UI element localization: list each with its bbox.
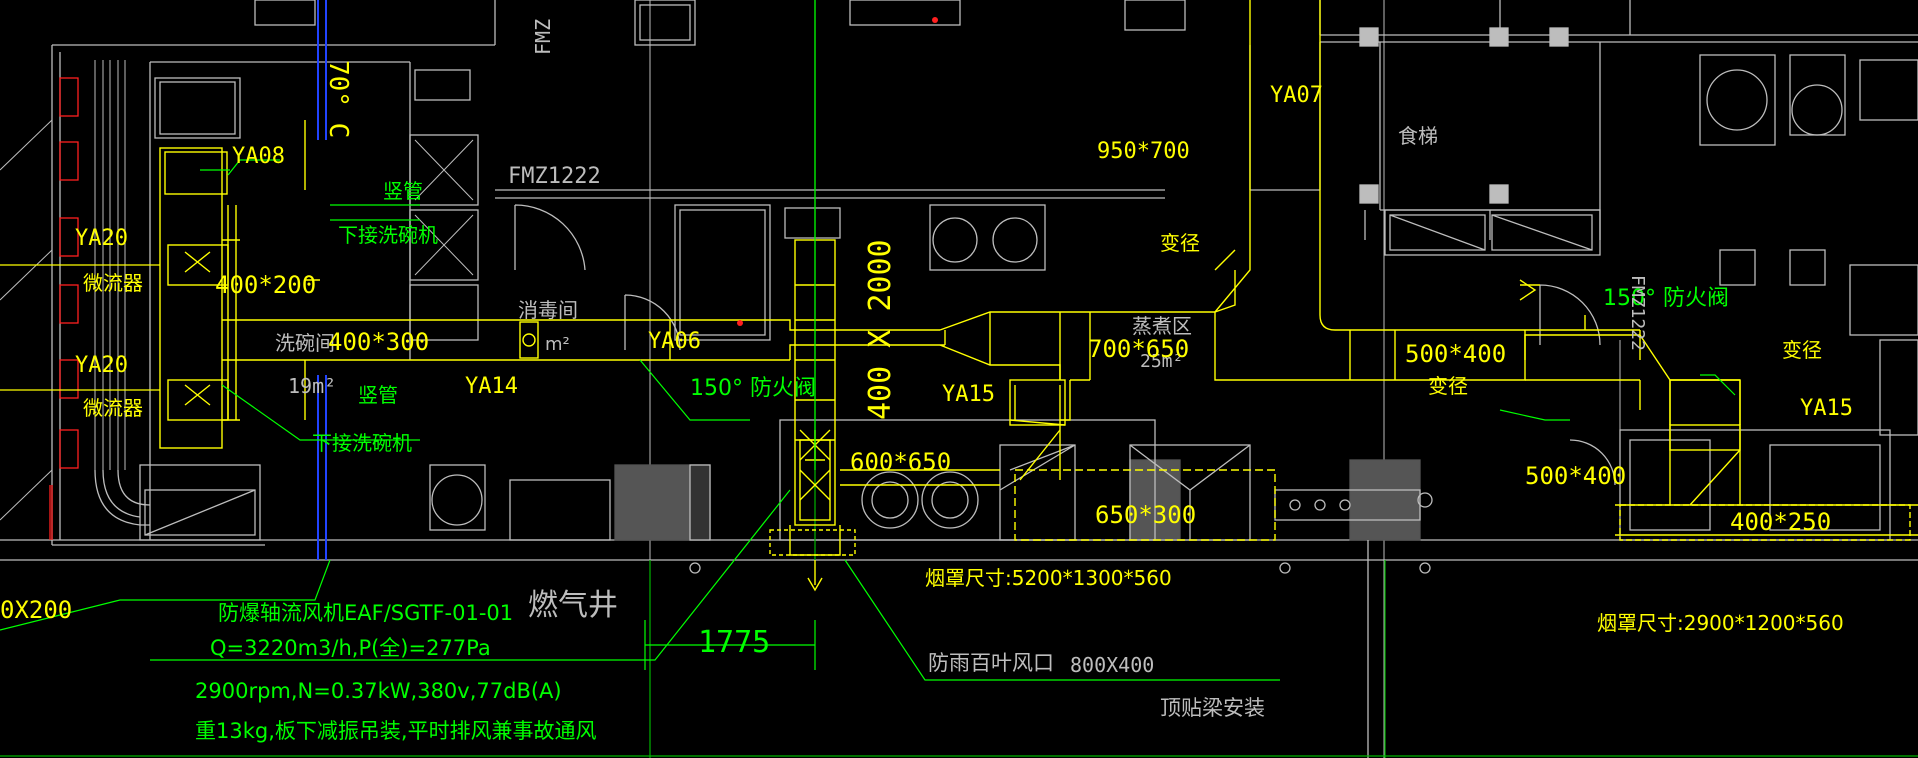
pipe-layer [317, 0, 327, 560]
fmz-right-label: FMZ1222 [1627, 275, 1648, 351]
duct-400x200: 400*200 [215, 271, 316, 299]
red-markers [737, 17, 938, 326]
duct-500x400-1: 500*400 [1405, 340, 1506, 368]
ya15-label-2: YA15 [1800, 396, 1853, 421]
x200-label: 0X200 [0, 596, 72, 624]
duct-400x250: 400*250 [1730, 508, 1831, 536]
ya14-label: YA14 [465, 374, 518, 399]
steam-area-label: 蒸煮区 [1132, 314, 1192, 338]
area-19-label: 19m² [288, 374, 336, 398]
fire-damper-label-2: 150° 防火阀 [1603, 286, 1729, 311]
fan-spec-line-1: 防爆轴流风机EAF/SGTF-01-01 [218, 601, 513, 625]
louver-label: 防雨百叶风口 [928, 651, 1054, 675]
fmz-top-label: FMZ [531, 19, 555, 55]
microwave-label-1: 微流器 [83, 271, 143, 295]
dishwasher-label-2: 下接洗碗机 [312, 431, 412, 455]
duct-600x650: 600*650 [850, 448, 951, 476]
ya08-label: YA08 [232, 144, 285, 169]
ya07-label: YA07 [1270, 83, 1323, 108]
text-labels: 70° C FMZ FMZ1222 YA07 食梯 950*700 变径 YA0… [0, 19, 1853, 743]
hood-size-label-2: 烟罩尺寸:2900*1200*560 [1597, 611, 1844, 635]
duct-400x2000: 400 X 2000 [863, 239, 898, 420]
reducer-label-1: 变径 [1160, 231, 1200, 255]
beam-mount-label: 顶贴梁安装 [1160, 696, 1265, 720]
disinfect-room-label: 消毒间 [518, 298, 578, 322]
duct-950x700: 950*700 [1097, 139, 1190, 164]
fan-spec-line-4: 重13kg,板下减振吊装,平时排风兼事故通风 [195, 719, 597, 743]
fire-damper-label-1: 150° 防火阀 [690, 376, 816, 401]
temp-label: 70° C [323, 60, 353, 138]
ya20-label-2: YA20 [75, 353, 128, 378]
wash-room-label: 洗碗间 [275, 331, 335, 355]
duct-400x300: 400*300 [328, 328, 429, 356]
louver-size-label: 800X400 [1070, 653, 1154, 677]
steam-area-m2: 25m² [1140, 351, 1183, 372]
gas-well-label: 燃气井 [528, 588, 618, 623]
fan-spec-line-2: Q=3220m3/h,P(全)=277Pa [210, 636, 491, 660]
ya15-label-1: YA15 [942, 382, 995, 407]
riser-label-1: 竖管 [383, 179, 423, 203]
hood-size-label-1: 烟罩尺寸:5200*1300*560 [925, 566, 1172, 590]
reducer-label-3: 变径 [1782, 338, 1822, 362]
duct-700x650: 700*650 [1088, 335, 1189, 363]
dishwasher-label-1: 下接洗碗机 [338, 223, 438, 247]
food-lift-label: 食梯 [1398, 124, 1438, 148]
ya06-label: YA06 [648, 329, 701, 354]
microwave-label-2: 微流器 [83, 396, 143, 420]
fmz1222-label: FMZ1222 [508, 164, 601, 189]
ya20-label-1: YA20 [75, 226, 128, 251]
duct-layer [0, 0, 1918, 592]
reducer-label-2: 变径 [1428, 374, 1468, 398]
dimension-1775: 1775 [698, 625, 770, 660]
duct-650x300: 650*300 [1095, 501, 1196, 529]
riser-label-2: 竖管 [358, 383, 398, 407]
leader-layer [0, 0, 1736, 681]
fan-spec-line-3: 2900rpm,N=0.37kW,380v,77dB(A) [195, 679, 562, 703]
duct-500x400-2: 500*400 [1525, 462, 1626, 490]
disinfect-area-label: m² [545, 334, 570, 355]
